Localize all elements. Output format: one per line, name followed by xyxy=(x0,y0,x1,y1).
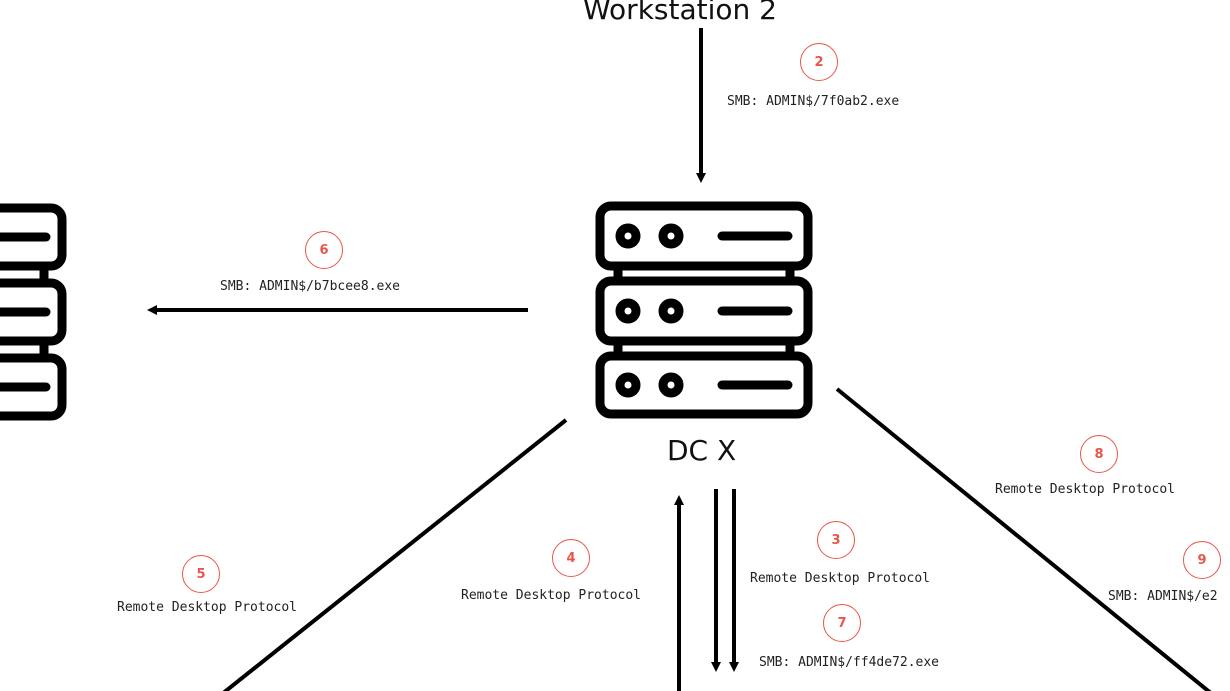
step-badge-3: 3 xyxy=(817,521,855,559)
edge-dc-to-lower-right xyxy=(835,387,1212,691)
edge-label-8: Remote Desktop Protocol xyxy=(995,482,1176,497)
edge-label-5: Remote Desktop Protocol xyxy=(117,600,298,615)
left-host-server-icon xyxy=(0,203,67,421)
edge-label-3: Remote Desktop Protocol xyxy=(750,571,931,586)
dc-x-server-icon xyxy=(595,201,813,419)
edge-label-6: SMB: ADMIN$/b7bcee8.exe xyxy=(220,279,401,294)
step-badge-2: 2 xyxy=(800,43,838,81)
step-badge-5: 5 xyxy=(182,555,220,593)
step-badge-7: 7 xyxy=(823,604,861,642)
edge-label-9: SMB: ADMIN$/e2 xyxy=(1108,589,1218,604)
edge-label-4: Remote Desktop Protocol xyxy=(461,588,642,603)
step-badge-6: 6 xyxy=(305,231,343,269)
dc-x-label: DC X xyxy=(667,434,737,467)
workstation-2-label: Workstation 2 xyxy=(583,0,777,26)
edge-dc-to-lower-left xyxy=(222,418,568,691)
edge-label-7: SMB: ADMIN$/ff4de72.exe xyxy=(759,655,940,670)
step-badge-8: 8 xyxy=(1080,435,1118,473)
step-badge-9: 9 xyxy=(1183,541,1221,579)
step-badge-4: 4 xyxy=(552,539,590,577)
edge-label-2: SMB: ADMIN$/7f0ab2.exe xyxy=(727,94,900,109)
